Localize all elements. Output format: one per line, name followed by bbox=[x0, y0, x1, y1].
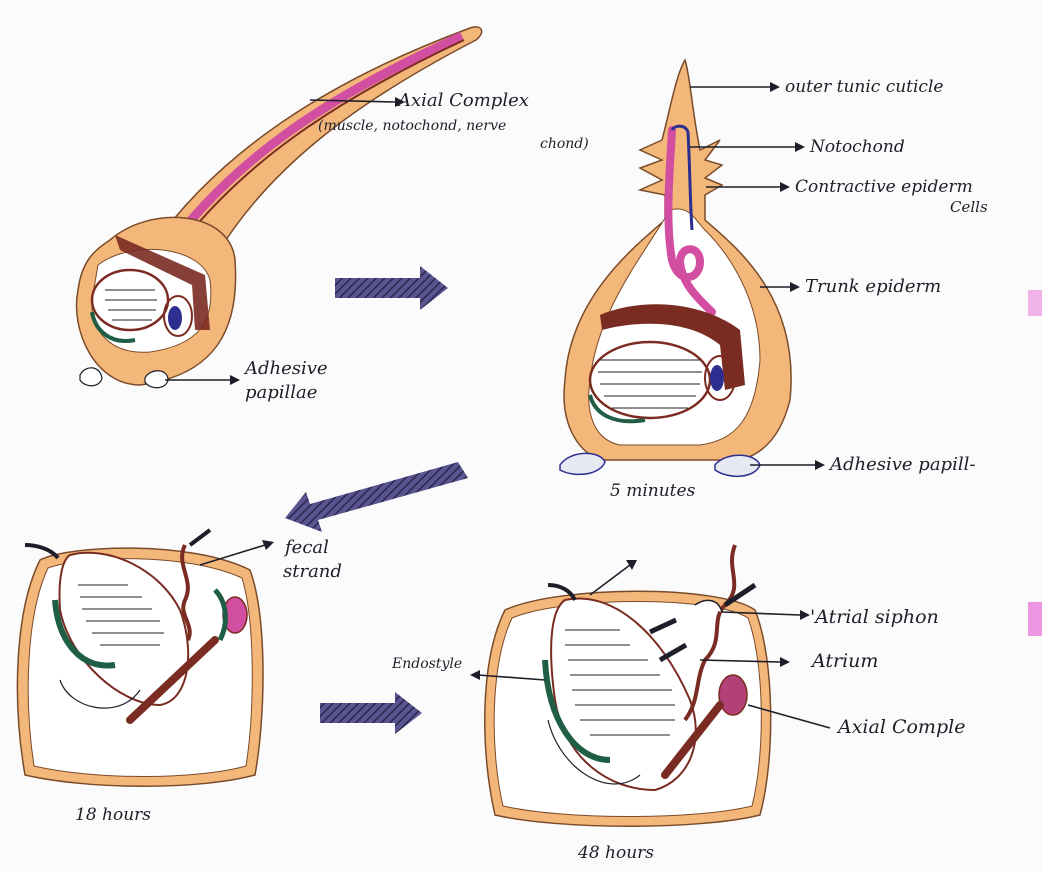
label-fecal-1: fecal bbox=[283, 537, 329, 558]
stage-label-48h: 48 hours bbox=[577, 843, 654, 863]
label-endostyle: Endostyle bbox=[391, 656, 462, 672]
flow-arrow-2 bbox=[285, 462, 468, 532]
label-notochord: Notochond bbox=[809, 137, 905, 157]
flow-arrow-1 bbox=[335, 266, 448, 310]
five-minutes-figure bbox=[560, 60, 791, 476]
label-atrium: Atrium bbox=[810, 650, 878, 672]
label-axial-complex-sub2: chond) bbox=[540, 136, 589, 152]
page-edge-mark-bottom bbox=[1028, 602, 1042, 636]
label-adhesive-papillae-left-1: Adhesive bbox=[243, 358, 328, 379]
page-edge-mark-top bbox=[1028, 290, 1042, 316]
label-adhesive-papillae-left-2: papillae bbox=[245, 382, 317, 403]
label-contractive-1: Contractive epiderm bbox=[795, 177, 973, 197]
larva-figure bbox=[77, 27, 482, 388]
label-axial-complex-bottom: Axial Comple bbox=[836, 716, 965, 738]
stage-label-18h: 18 hours bbox=[75, 805, 151, 825]
eighteen-hours-figure bbox=[17, 530, 263, 786]
label-contractive-2: Cells bbox=[950, 198, 988, 216]
pharynx-5min bbox=[590, 342, 710, 418]
stage-label-5min: 5 minutes bbox=[610, 481, 696, 501]
label-fecal-2: strand bbox=[283, 561, 342, 582]
label-outer-tunic: outer tunic cuticle bbox=[785, 77, 943, 97]
label-adhesive-papillae-right: Adhesive papill- bbox=[828, 454, 975, 475]
label-trunk-epidermis: Trunk epiderm bbox=[805, 276, 941, 297]
fortyeight-hours-figure bbox=[485, 545, 771, 826]
flow-arrow-3 bbox=[320, 692, 422, 734]
label-axial-complex-sub1: (muscle, notochond, nerve bbox=[318, 118, 506, 134]
label-atrial-siphon: 'Atrial siphon bbox=[810, 606, 939, 628]
label-axial-complex-top: Axial Complex bbox=[396, 90, 529, 111]
